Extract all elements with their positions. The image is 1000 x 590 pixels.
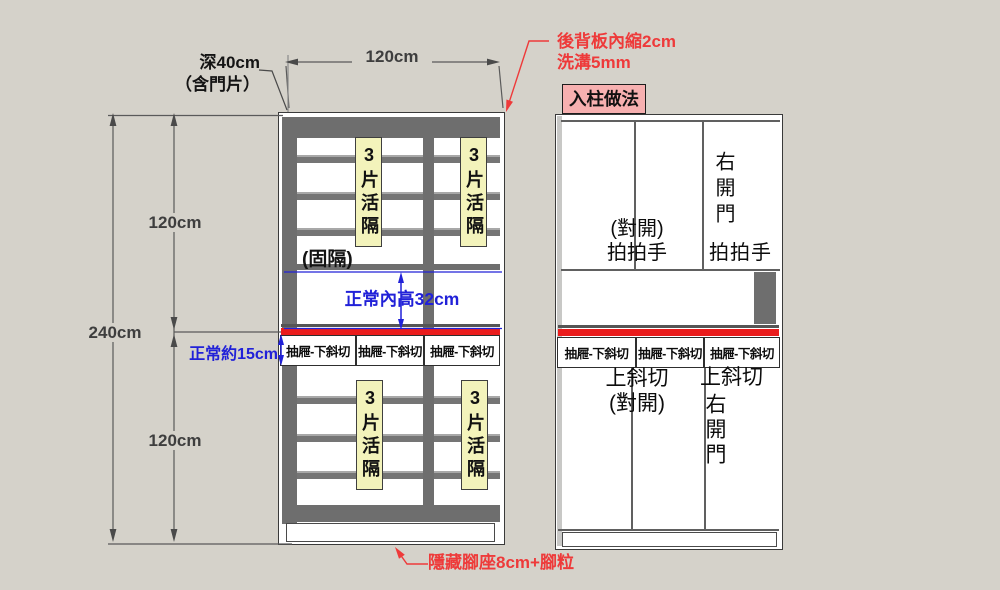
- drawer-label: 抽屜-下斜切: [638, 347, 702, 361]
- right-cabinet-plinth: [562, 532, 777, 547]
- drawer-label: 抽屜-下斜切: [430, 345, 494, 359]
- drawer-cell: 抽屜-下斜切: [704, 337, 780, 368]
- left-cabinet-bottom-panel: [282, 505, 500, 522]
- hidden-base-note: 隱藏腳座8cm+腳粒: [428, 553, 574, 572]
- pillar-method-badge: 入柱做法: [562, 84, 646, 114]
- width-dimension-label: 120cm: [352, 47, 432, 66]
- lower-door-gap: [704, 368, 706, 530]
- drawer-cell: 抽屜-下斜切: [424, 335, 500, 366]
- fixed-shelf-label: (固隔): [302, 249, 353, 270]
- drawer-label: 抽屜-下斜切: [710, 347, 774, 361]
- back-panel-note-line2: 洗溝5mm: [557, 53, 631, 72]
- upper-door-bottom-line: [561, 269, 780, 271]
- counter-edge: [281, 324, 500, 327]
- back-panel-note: 後背板內縮2cm 洗溝5mm: [557, 31, 676, 73]
- left-cabinet-side-panel: [282, 117, 297, 524]
- lower-door-bottom-line: [558, 529, 779, 531]
- red-highlight-band: [558, 329, 779, 336]
- movable-shelf-tag: 3片活隔: [461, 380, 488, 490]
- drawer-row: 抽屜-下斜切 抽屜-下斜切 抽屜-下斜切: [280, 335, 500, 366]
- bottom-right-door-label: 上斜切: [700, 366, 763, 389]
- depth-note: 深40cm （含門片）: [160, 52, 260, 96]
- top-edge-line: [561, 120, 780, 122]
- drawer-label: 抽屜-下斜切: [564, 347, 629, 361]
- left-cabinet-plinth: [286, 523, 495, 542]
- drawer-cell: 抽屜-下斜切: [557, 337, 636, 368]
- lower-height-dimension-label: 120cm: [135, 431, 215, 450]
- top-right-door-vertical-label: 右開門: [712, 151, 734, 229]
- depth-note-line1: 深40cm: [199, 53, 260, 72]
- movable-shelf-tag: 3片活隔: [460, 137, 487, 247]
- upper-door-gap: [702, 121, 704, 269]
- top-left-door-label: (對開) 拍拍手: [607, 218, 667, 264]
- drawer-height-note: 正常約15cm: [189, 346, 278, 363]
- right-cabinet: 抽屜-下斜切 抽屜-下斜切 抽屜-下斜切: [555, 114, 783, 550]
- counter-edge: [558, 325, 779, 328]
- depth-leader-line: [258, 69, 288, 111]
- drawer-cell: 抽屜-下斜切: [280, 335, 356, 366]
- fixed-shelf: [282, 264, 500, 270]
- movable-shelf-tag: 3片活隔: [356, 380, 383, 490]
- drawer-cell: 抽屜-下斜切: [356, 335, 424, 366]
- total-height-dimension-label: 240cm: [73, 323, 157, 342]
- bottom-right-door-vertical-label: 右開門: [703, 393, 726, 468]
- drawer-cell: 抽屜-下斜切: [636, 337, 704, 368]
- drawer-label: 抽屜-下斜切: [286, 345, 350, 359]
- depth-note-line2: （含門片）: [175, 75, 260, 94]
- upper-door-gap: [634, 121, 636, 269]
- lower-door-gap: [631, 368, 633, 530]
- left-cabinet-top-panel: [282, 117, 500, 138]
- inner-height-note: 正常內高32cm: [344, 289, 460, 309]
- back-panel-note-line1: 後背板內縮2cm: [557, 32, 677, 51]
- bottom-left-door-label: 上斜切 (對開): [605, 367, 669, 415]
- top-right-door-label: 拍拍手: [709, 242, 772, 264]
- red-highlight-band: [281, 328, 500, 335]
- movable-shelf-tag: 3片活隔: [355, 137, 382, 247]
- upper-height-dimension-label: 120cm: [135, 213, 215, 232]
- drawer-row: 抽屜-下斜切 抽屜-下斜切 抽屜-下斜切: [557, 337, 780, 368]
- niche-side-panel: [754, 272, 776, 324]
- drawer-label: 抽屜-下斜切: [358, 345, 422, 359]
